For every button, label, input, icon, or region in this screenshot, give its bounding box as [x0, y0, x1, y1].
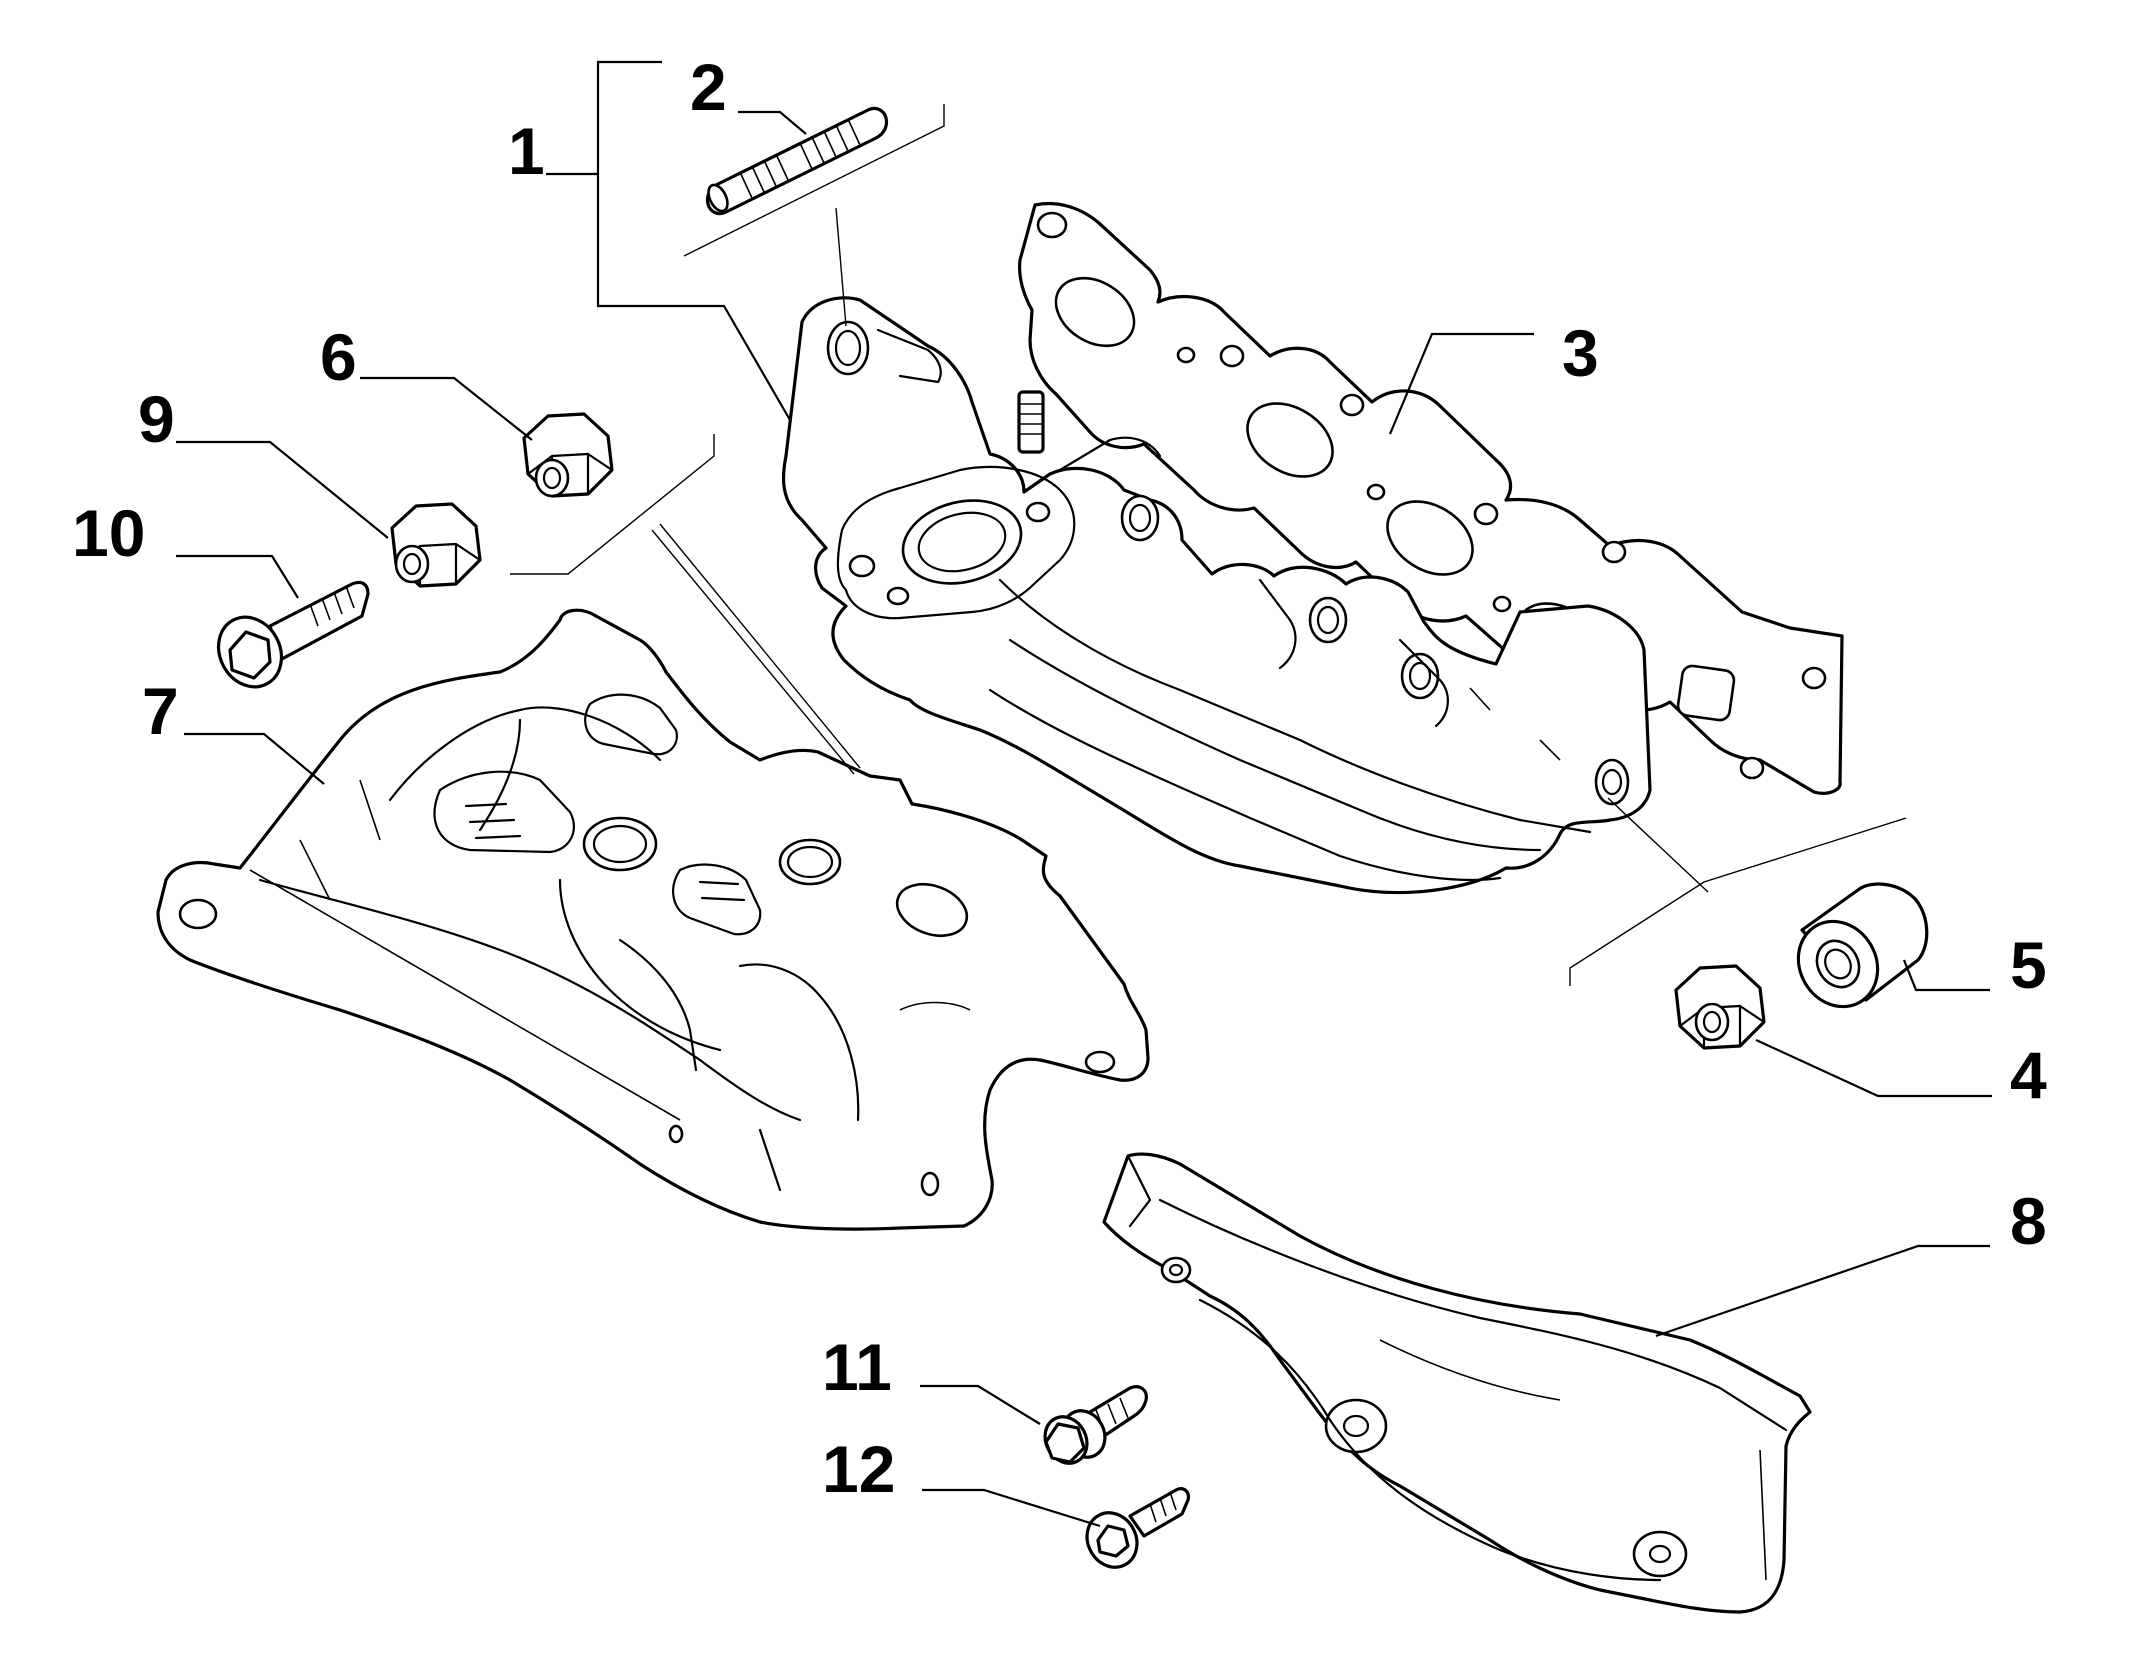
callout-2: 2: [690, 50, 727, 124]
callout-4: 4: [2010, 1038, 2047, 1112]
callout-8: 8: [2010, 1184, 2047, 1258]
part-7-heat-shield[interactable]: [156, 608, 1150, 1231]
callout-12: 12: [822, 1432, 895, 1506]
part-8-heat-shield[interactable]: [1102, 1152, 1812, 1614]
callout-1: 1: [508, 114, 545, 188]
callout-11: 11: [822, 1330, 892, 1404]
callout-10: 10: [72, 496, 145, 570]
part-2-stud[interactable]: [705, 106, 889, 216]
callout-7: 7: [142, 674, 179, 748]
part-6-nut[interactable]: [522, 412, 614, 498]
part-4-nut[interactable]: [1674, 964, 1766, 1050]
leader-lines: [176, 60, 1992, 1528]
reference-lines: [510, 104, 1907, 986]
part-9-nut[interactable]: [390, 502, 482, 588]
callout-6: 6: [320, 320, 357, 394]
part-5-spacer[interactable]: [1783, 882, 1929, 1021]
part-1-exhaust-manifold[interactable]: [781, 296, 1652, 895]
callout-labels: 1 2 3 4 5 6 7 8 9 10 11 12: [72, 50, 2047, 1506]
part-11-bolt[interactable]: [1037, 1385, 1148, 1471]
callout-5: 5: [2010, 928, 2047, 1002]
callout-3: 3: [1562, 316, 1599, 390]
callout-9: 9: [138, 382, 175, 456]
part-10-bolt[interactable]: [207, 580, 370, 697]
part-12-bolt[interactable]: [1078, 1487, 1190, 1576]
